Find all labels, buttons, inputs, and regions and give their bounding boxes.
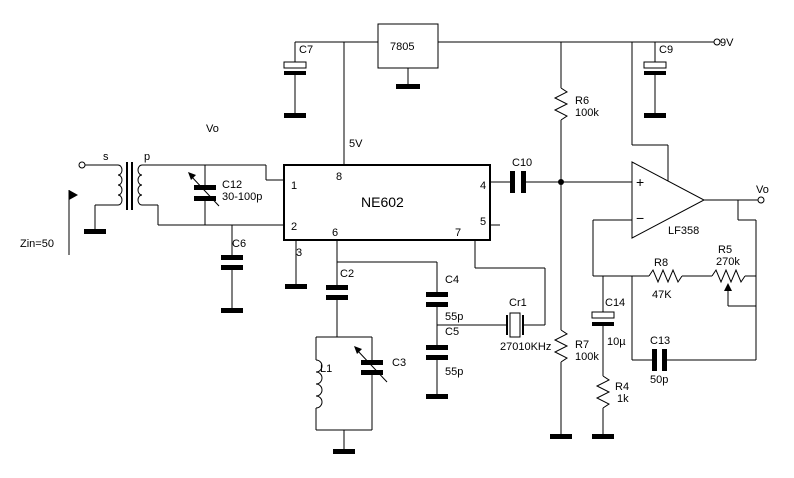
- primary-label: p: [144, 151, 150, 163]
- regulator-7805: 7805: [377, 23, 439, 89]
- c6-label: C6: [232, 238, 246, 250]
- ground-symbol: [592, 434, 614, 439]
- r5-value: 270k: [716, 256, 740, 268]
- l1-label: L1: [320, 363, 332, 375]
- r8-label: R8: [654, 257, 668, 269]
- vo-top-label: Vo: [206, 123, 219, 135]
- c5-label: C5: [445, 326, 459, 338]
- resistor-r6: R6 100k: [553, 42, 599, 182]
- r5-label: R5: [718, 244, 732, 256]
- r7-value: 100k: [575, 351, 599, 363]
- c13-value: 50p: [650, 374, 668, 386]
- ground-symbol: [221, 308, 243, 313]
- ground-symbol: [550, 434, 572, 439]
- opamp-minus: −: [636, 210, 644, 226]
- pin-5-label: 5: [480, 216, 486, 228]
- r4-label: R4: [615, 381, 629, 393]
- ground-symbol: [285, 284, 307, 289]
- lf358-label: LF358: [668, 225, 699, 237]
- ground-symbol: [333, 449, 355, 454]
- input-transformer: s p: [78, 151, 284, 234]
- c12-value: 30-100p: [222, 191, 262, 203]
- pin-3-label: 3: [296, 247, 302, 259]
- capacitor-c13: C13 50p: [650, 335, 670, 386]
- potentiometer-r5: R5 270k: [711, 244, 756, 307]
- capacitor-c5: C5 55p: [426, 326, 463, 378]
- supply-rail: [295, 38, 721, 165]
- ic-ne602: NE602 1 2 3 4 5 6 7 8: [283, 164, 491, 259]
- ground-symbol: [396, 84, 420, 89]
- input-arrow: Zin=50: [20, 190, 78, 255]
- ground-symbol: [426, 394, 448, 399]
- capacitor-c9: C9: [643, 42, 673, 118]
- tank-circuit: C2 L1 C3: [315, 240, 406, 454]
- r6-value: 100k: [575, 107, 599, 119]
- pin-1-label: 1: [291, 180, 297, 192]
- capacitor-c4: C4 55p: [426, 274, 463, 323]
- c12-label: C12: [222, 179, 242, 191]
- capacitor-c6: C6: [221, 225, 246, 313]
- resistor-r4: R4 1k: [592, 375, 629, 439]
- c10-label: C10: [512, 157, 532, 169]
- c14-label: C14: [605, 297, 625, 309]
- vo-output-label: Vo: [756, 184, 769, 196]
- ground-symbol: [644, 113, 666, 118]
- zin-label: Zin=50: [20, 238, 54, 250]
- c3-label: C3: [392, 357, 406, 369]
- supply-terminal: [713, 38, 721, 46]
- output-terminal: [757, 196, 765, 204]
- pin-2-label: 2: [291, 221, 297, 233]
- c5-value: 55p: [445, 366, 463, 378]
- opamp-lf358: + − LF358: [631, 42, 706, 239]
- ground-symbol: [284, 113, 306, 118]
- capacitor-c12: C12 30-100p: [188, 165, 262, 225]
- capacitor-c7: C7: [283, 42, 313, 118]
- ground-symbol: [84, 229, 106, 234]
- pin-8-label: 8: [336, 171, 342, 183]
- c7-label: C7: [299, 44, 313, 56]
- cr1-value: 27010KHz: [500, 341, 551, 353]
- pin-4-label: 4: [480, 180, 486, 192]
- r6-label: R6: [575, 95, 589, 107]
- c9-label: C9: [659, 44, 673, 56]
- r8-value: 47K: [652, 289, 672, 301]
- opamp-plus: +: [636, 174, 644, 190]
- supply-9v-label: 9V: [720, 37, 734, 49]
- capacitor-c14: C14 10µ: [591, 297, 626, 348]
- c13-label: C13: [650, 335, 670, 347]
- secondary-label: s: [103, 151, 109, 163]
- ne602-label: NE602: [361, 194, 404, 210]
- input-terminal: [78, 161, 86, 169]
- resistor-r7: R7 100k: [550, 182, 599, 439]
- capacitor-c10: C10: [510, 157, 532, 193]
- regulator-label: 7805: [390, 41, 414, 53]
- c2-label: C2: [340, 268, 354, 280]
- r4-value: 1k: [617, 393, 629, 405]
- pin-6-label: 6: [332, 227, 338, 239]
- r7-label: R7: [575, 339, 589, 351]
- c4-label: C4: [445, 274, 459, 286]
- pin-7-label: 7: [455, 227, 461, 239]
- resistor-r8: R8 47K: [648, 257, 683, 301]
- supply-5v-label: 5V: [349, 138, 363, 150]
- crystal-cr1: Cr1 27010KHz: [474, 240, 551, 353]
- c14-value: 10µ: [607, 336, 626, 348]
- c4-value: 55p: [445, 311, 463, 323]
- cr1-label: Cr1: [509, 297, 527, 309]
